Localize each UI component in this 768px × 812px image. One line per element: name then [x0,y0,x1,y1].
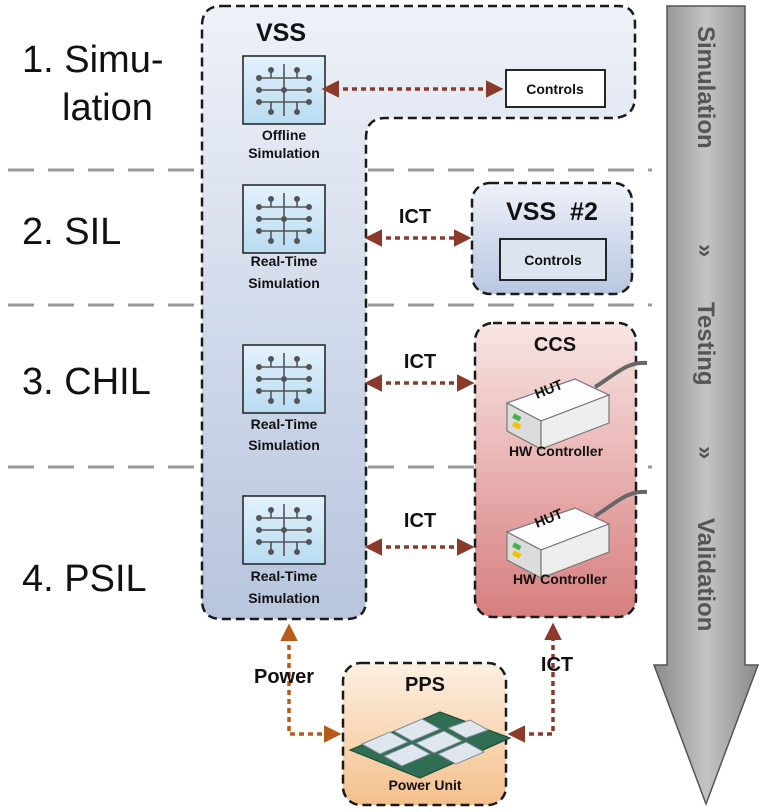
sim-block-offline: Offline Simulation [242,55,326,161]
stage-label-simulation-line2: lation [62,87,153,129]
ict-label: ICT [399,206,431,228]
flow-arrow: Simulation » Testing » Validation [652,5,760,807]
ict-label: ICT [404,510,436,532]
connector-ict-pps [507,622,562,743]
ict-label: ICT [541,654,573,676]
stage-label-simulation-line1: 1. Simu- [22,39,163,81]
sim-block-label-line1: Real-Time [251,253,318,269]
grid-simulation-icon [242,184,326,254]
sim-block-realtime-chil: Real-Time Simulation [242,344,326,453]
flow-separator-1: » [692,244,719,257]
vss-controls-block: Controls [505,69,606,108]
sim-block-label-line2: Simulation [248,437,320,453]
vss2-title: VSS #2 [506,198,598,226]
hw-controller-label: HW Controller [513,571,608,587]
sim-block-label-line2: Simulation [248,275,320,291]
connectors [280,80,562,743]
sim-block-label-line1: Real-Time [251,568,318,584]
ict-label: ICT [404,351,436,373]
vss2-controls-label: Controls [524,252,582,268]
stage-label-sil: 2. SIL [22,211,121,253]
vss2-box: VSS #2 Controls [470,181,634,296]
vss-controls-label: Controls [526,81,584,97]
sim-block-label-line1: Offline [262,127,307,143]
stage-label-chil: 3. CHIL [22,361,151,403]
power-unit-label: Power Unit [388,777,461,793]
hw-controller-label: HW Controller [509,443,604,459]
stage-label-psil: 4. PSIL [22,558,147,600]
flow-label-testing: Testing [692,302,719,386]
vss-box: VSS [200,4,637,621]
sim-block-label-line2: Simulation [248,145,320,161]
sim-block-label-line1: Real-Time [251,416,318,432]
flow-separator-2: » [692,446,719,459]
ccs-box: CCS HUT HW Controller HUT HW Controller [473,321,649,619]
ccs-title: CCS [534,334,576,356]
vss-title: VSS [256,19,306,47]
grid-simulation-icon [242,344,326,414]
sim-block-realtime-sil: Real-Time Simulation [242,184,326,291]
grid-simulation-icon [242,55,326,125]
sim-block-label-line2: Simulation [248,590,320,606]
pps-box: PPS Power Unit [341,661,511,807]
sim-block-realtime-psil: Real-Time Simulation [242,495,326,606]
power-label: Power [254,666,314,688]
connector-power [280,623,342,743]
flow-label-validation: Validation [692,518,719,631]
pps-title: PPS [405,674,445,696]
flow-label-simulation: Simulation [692,26,719,149]
grid-simulation-icon [242,495,326,565]
